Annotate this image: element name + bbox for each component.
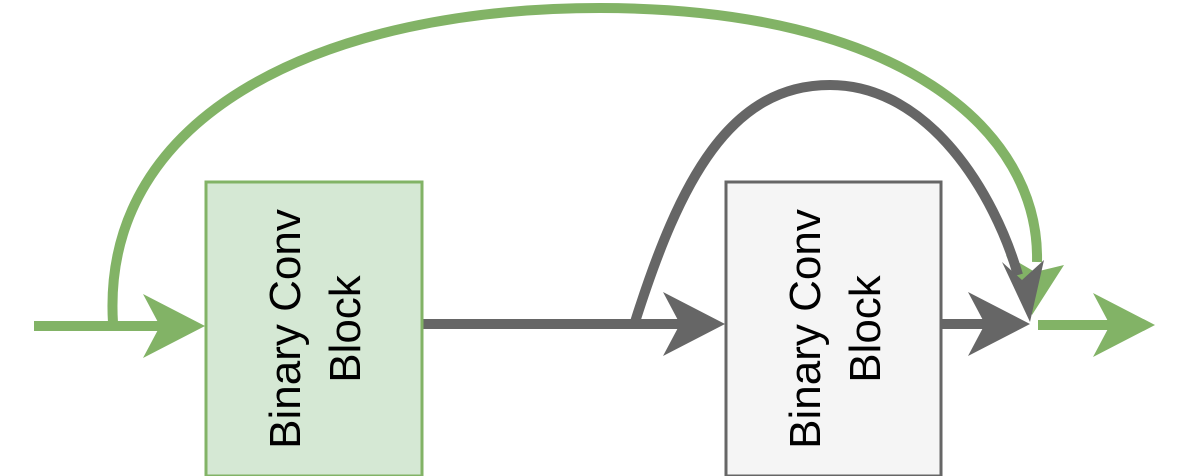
output-arrow: [1038, 293, 1155, 357]
middle-connection-arrow: [423, 292, 725, 356]
block-2-label-line-2: Block: [841, 274, 890, 383]
binary-conv-block-1: Binary Conv Block: [204, 180, 424, 476]
binary-conv-block-2: Binary Conv Block: [724, 180, 943, 476]
input-arrow: [34, 294, 205, 358]
block-2-label-line-1: Binary Conv: [781, 209, 830, 449]
inner-skip-connection: [630, 79, 1044, 324]
block-1-label-line-1: Binary Conv: [261, 209, 310, 449]
block2-output-arrow: [942, 292, 1030, 356]
block-1-label-line-2: Block: [321, 274, 370, 383]
